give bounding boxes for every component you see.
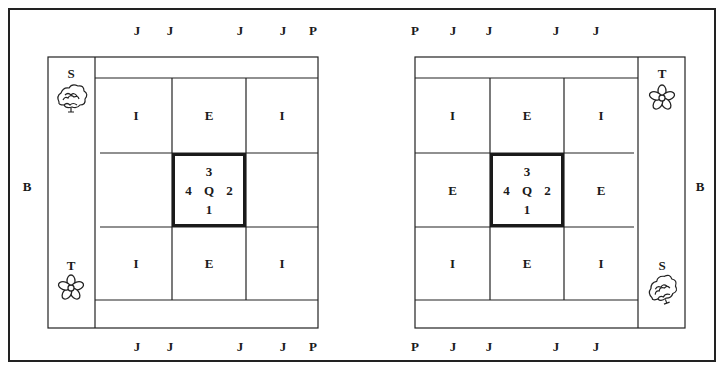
bed-number: 3: [206, 164, 213, 177]
bed-number: 1: [524, 203, 531, 216]
plan-letter: J: [450, 24, 457, 37]
plan-letter: P: [411, 24, 419, 37]
bed-letter: E: [597, 184, 606, 197]
bed-letter: E: [205, 109, 214, 122]
garden-bed: E: [172, 78, 246, 153]
plan-letter: B: [696, 180, 705, 193]
bed-letter: I: [133, 109, 138, 122]
bed-letter: I: [133, 257, 138, 270]
bed-number: Q: [522, 184, 532, 197]
garden-bed: I: [246, 78, 318, 153]
garden-bed: I: [100, 227, 172, 300]
bed-number: 4: [185, 184, 192, 197]
plan-letter: J: [553, 24, 560, 37]
bed-letter: E: [205, 257, 214, 270]
plan-letter: P: [309, 340, 317, 353]
bed-letter: I: [450, 257, 455, 270]
plan-letter: J: [593, 340, 600, 353]
plan-letter: J: [486, 340, 493, 353]
plan-letter: J: [280, 24, 287, 37]
bed-letter: E: [523, 257, 532, 270]
plan-letter: B: [23, 180, 32, 193]
bed-letter: I: [279, 109, 284, 122]
garden-bed: E: [490, 78, 564, 153]
plan-letter: T: [67, 259, 76, 272]
garden-bed: I: [415, 78, 490, 153]
garden-bed: E: [490, 227, 564, 300]
bed-number: 2: [226, 184, 233, 197]
center-bed: 3 4Q21: [490, 153, 564, 227]
plan-letter: J: [237, 24, 244, 37]
plan-letter: J: [237, 340, 244, 353]
plan-letter: J: [450, 340, 457, 353]
plan-letter: J: [486, 24, 493, 37]
bed-letter: I: [598, 109, 603, 122]
garden-bed: E: [415, 153, 490, 227]
garden-bed: I: [564, 78, 638, 153]
bed-letter: I: [598, 257, 603, 270]
plan-letter: J: [167, 340, 174, 353]
garden-bed: I: [415, 227, 490, 300]
bed-number: 4: [503, 184, 510, 197]
plan-letter: J: [280, 340, 287, 353]
bed-number: Q: [204, 184, 214, 197]
plan-letter: J: [134, 24, 141, 37]
bed-letter: E: [523, 109, 532, 122]
bed-letter: I: [279, 257, 284, 270]
bed-letter: E: [448, 184, 457, 197]
garden-bed: I: [100, 78, 172, 153]
plan-letter: J: [593, 24, 600, 37]
garden-bed: I: [246, 227, 318, 300]
garden-bed: I: [564, 227, 638, 300]
plan-letter: P: [411, 340, 419, 353]
bed-number: 3: [524, 164, 531, 177]
plan-letter: J: [134, 340, 141, 353]
plan-letter: S: [658, 259, 665, 272]
garden-bed: E: [564, 153, 638, 227]
plan-letter: P: [309, 24, 317, 37]
plan-letter: J: [553, 340, 560, 353]
plan-letter: J: [167, 24, 174, 37]
garden-bed: E: [172, 227, 246, 300]
plan-letter: S: [67, 67, 74, 80]
plan-letter: T: [658, 67, 667, 80]
bed-number: 1: [206, 203, 213, 216]
center-bed: 3 4Q21: [172, 153, 246, 227]
bed-letter: I: [450, 109, 455, 122]
bed-number: 2: [544, 184, 551, 197]
